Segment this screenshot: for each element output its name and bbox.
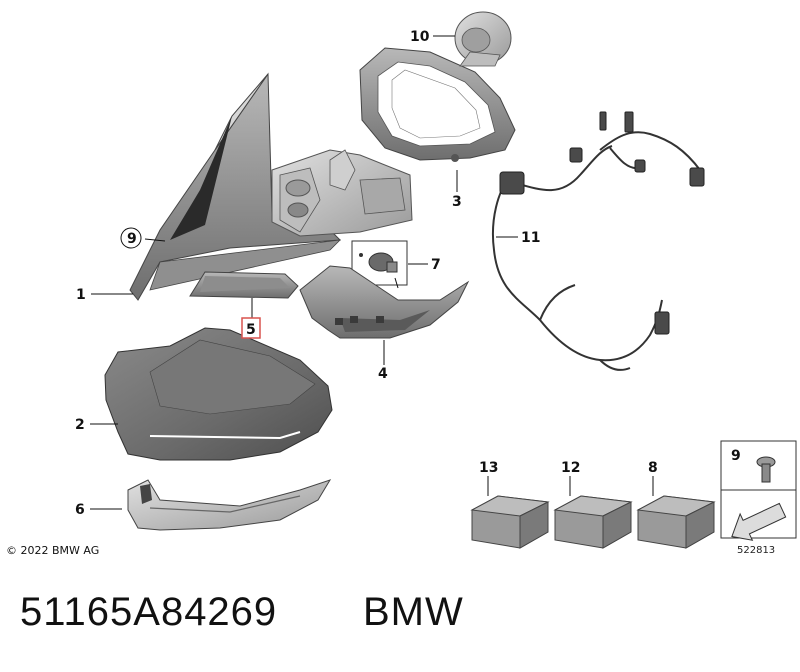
part-housing-frame [359,47,516,162]
box-part-8 [636,495,716,549]
callout-9: 9 [127,231,137,247]
box-part-12 [553,495,633,549]
arrow-icon [731,502,787,541]
part-mirror-base-triangle [129,72,342,301]
callout-1: 1 [76,287,86,303]
callout-4: 4 [378,366,388,382]
callout-5-highlight-box [241,317,261,339]
callout-8: 8 [648,460,658,476]
drawing-number: 522813 [737,545,775,556]
brand-name: BMW [363,590,464,634]
callout-12: 12 [561,460,580,476]
part-number: 51165A84269 [20,590,278,634]
part-mirror-cap [104,327,333,461]
callout-11: 11 [521,230,540,246]
box-part-13 [470,495,550,549]
harness-connectors [499,111,705,335]
leader-lines [90,35,654,510]
part-adjustment-motor [454,11,512,67]
callout-5: 5 [246,322,256,338]
callout-9-circle [120,227,142,249]
part-mirror-adjuster-mechanism [271,149,413,237]
callout-13: 13 [479,460,498,476]
part-lamp-module [351,240,408,286]
callout-6: 6 [75,502,85,518]
part-wiring-harness [492,131,701,371]
callout-2: 2 [75,417,85,433]
callout-10: 10 [410,29,430,45]
part-cover-small [189,271,299,299]
callout-7: 7 [431,257,441,273]
callout-3: 3 [452,194,462,210]
copyright-text: © 2022 BMW AG [6,544,99,557]
part-lower-trim [299,265,470,339]
callout-9-screw: 9 [731,448,741,464]
part-turn-signal-strip [127,479,332,531]
